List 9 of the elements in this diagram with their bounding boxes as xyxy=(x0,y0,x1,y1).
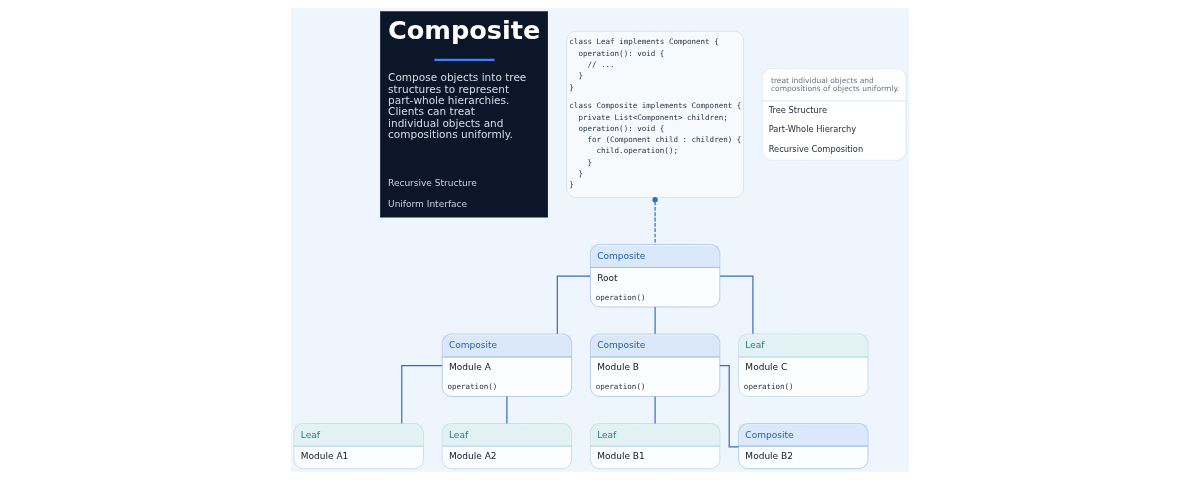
connector xyxy=(654,395,656,425)
connector xyxy=(654,306,656,335)
connector xyxy=(401,365,443,425)
connector xyxy=(719,275,754,335)
node-box: Composite Compose objects into tree structures to represent part-whole hierarchies. Clients can treat individual objects and compositions uniformly. Recursive Structure Uniform Interface xyxy=(380,11,548,218)
connector xyxy=(652,197,658,245)
connector xyxy=(556,275,591,335)
connector xyxy=(719,365,740,448)
connector xyxy=(506,395,508,425)
